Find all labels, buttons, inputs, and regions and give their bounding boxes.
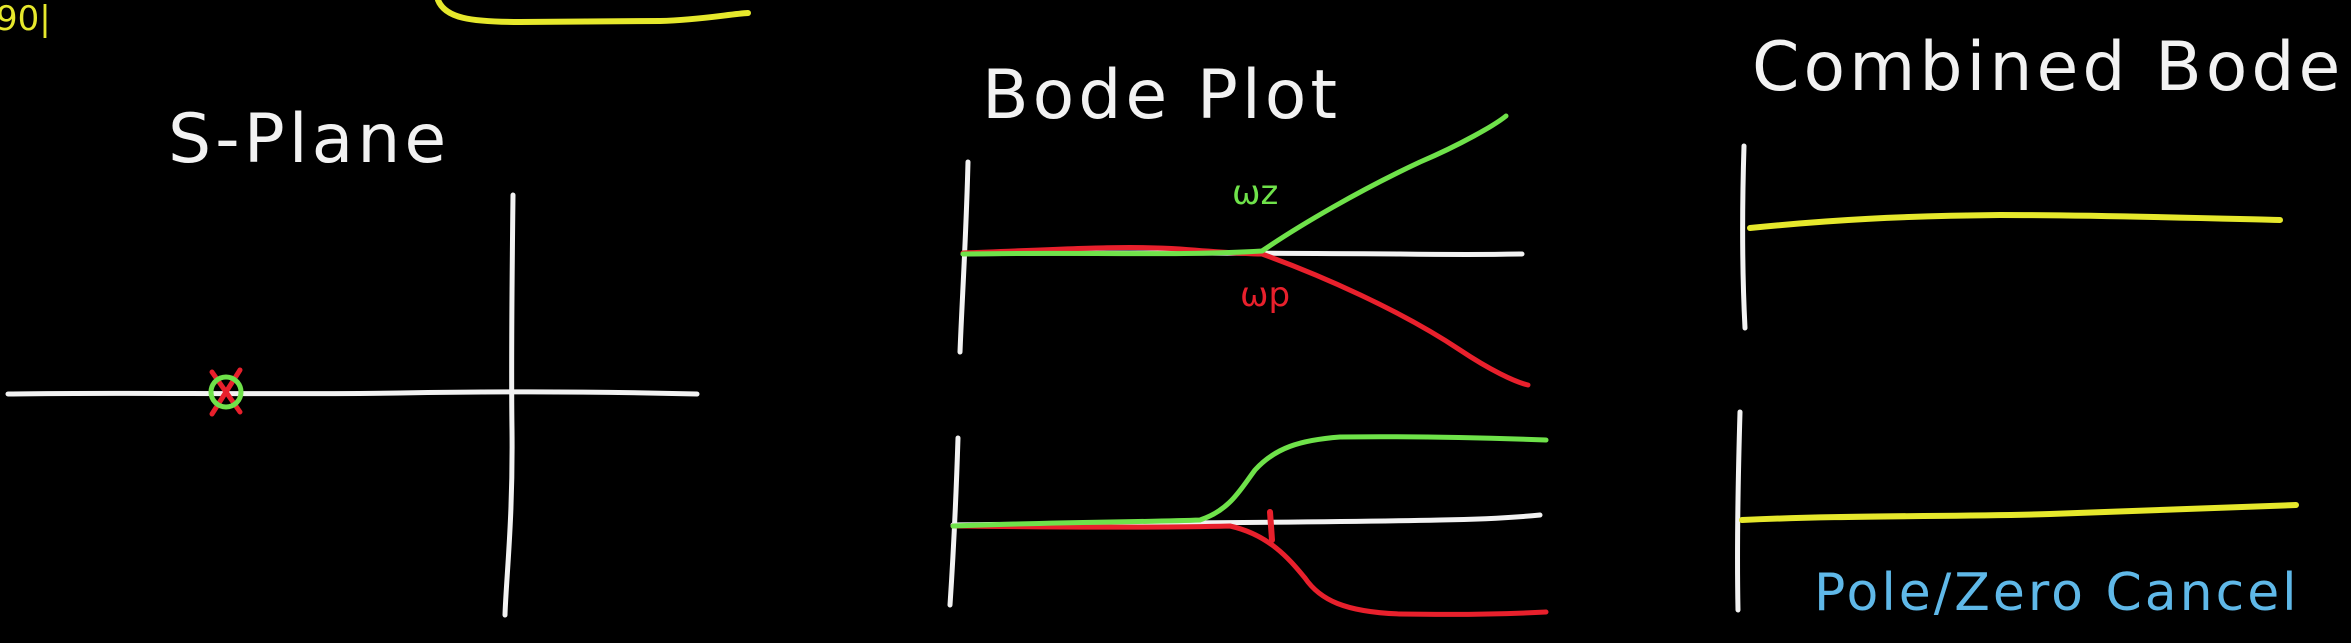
- combined-phase-yellow-line: [1739, 502, 2299, 523]
- bode-panel: Bode Plot ωz ωp: [947, 56, 1549, 617]
- bode-phase-vertical-axis: [947, 435, 961, 608]
- splane-zero-marker: [208, 374, 244, 410]
- splane-imag-axis: [502, 192, 516, 618]
- splane-title: S-Plane: [168, 100, 450, 179]
- bode-mag-pole-curve: [960, 245, 1531, 388]
- combined-title: Combined Bode: [1752, 28, 2344, 107]
- bode-mag-zero-curve: [960, 113, 1509, 257]
- bode-phase-pole-curve: [950, 523, 1549, 617]
- splane-real-axis: [5, 389, 700, 397]
- bode-title: Bode Plot: [982, 56, 1341, 135]
- combined-phase-vertical-axis: [1735, 409, 1743, 613]
- bode-zero-label: ωz: [1232, 173, 1278, 213]
- splane-panel: S-Plane: [5, 100, 700, 618]
- bode-pole-label: ωp: [1240, 275, 1290, 315]
- combined-mag-yellow-line: [1747, 212, 2283, 231]
- combined-mag-vertical-axis: [1740, 143, 1748, 331]
- top-fragment: 90|: [0, 0, 751, 39]
- bode-mag-vertical-axis: [957, 159, 971, 355]
- top-fragment-yellow-curve: [435, 0, 751, 25]
- combined-panel: Combined Bode Pole/Zero Cancel: [1735, 28, 2344, 623]
- combined-caption: Pole/Zero Cancel: [1814, 563, 2300, 623]
- bode-phase-crossing-tick: [1267, 509, 1275, 543]
- top-fragment-label: 90|: [0, 0, 51, 39]
- bode-phase-zero-curve: [950, 434, 1549, 529]
